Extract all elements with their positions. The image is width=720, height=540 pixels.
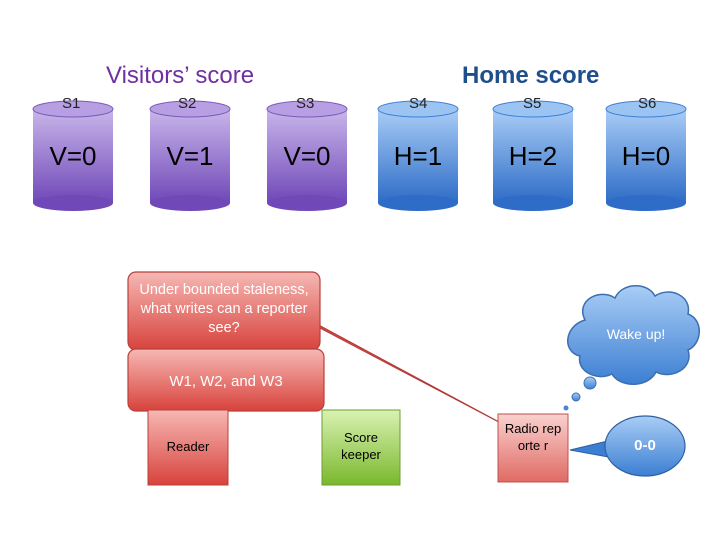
server-label-s3: S3 — [296, 95, 315, 112]
visitors-score-title: Visitors’ score — [106, 62, 255, 89]
server-value-s6: H=0 — [621, 141, 671, 171]
server-value-s1: V=0 — [49, 141, 97, 171]
server-cylinder-s5 — [492, 100, 574, 211]
server-value-s3: V=0 — [283, 141, 331, 171]
radio-reporter-box — [497, 413, 569, 483]
score-keeper-label: Score keeper — [341, 430, 381, 462]
home-score-title: Home score — [462, 62, 600, 89]
reader-box — [147, 409, 229, 486]
server-value-s5: H=2 — [508, 141, 558, 171]
server-label-s5: S5 — [523, 95, 542, 112]
reader-label: Reader — [166, 439, 210, 454]
server-cylinder-s6 — [605, 100, 687, 211]
server-cylinder-s2 — [149, 100, 231, 211]
score-keeper-box — [321, 409, 401, 486]
server-label-s2: S2 — [178, 95, 197, 112]
answer-text: W1, W2, and W3 — [169, 373, 283, 390]
bubble-text: 0-0 — [634, 437, 656, 454]
thought-cloud — [563, 285, 700, 411]
cloud-text: Wake up! — [606, 326, 666, 342]
server-cylinder-s3 — [266, 100, 348, 211]
server-label-s1: S1 — [62, 95, 81, 112]
speech-bubble — [569, 415, 686, 477]
question-text: Under bounded staleness, what writes can… — [139, 282, 309, 336]
server-value-s4: H=1 — [393, 141, 443, 171]
server-cylinder-s1 — [32, 100, 114, 211]
server-label-s4: S4 — [409, 95, 428, 112]
server-cylinder-s4 — [377, 100, 459, 211]
server-value-s2: V=1 — [166, 141, 214, 171]
server-label-s6: S6 — [638, 95, 657, 112]
radio-reporter-label: Radio reporte r — [504, 421, 562, 453]
